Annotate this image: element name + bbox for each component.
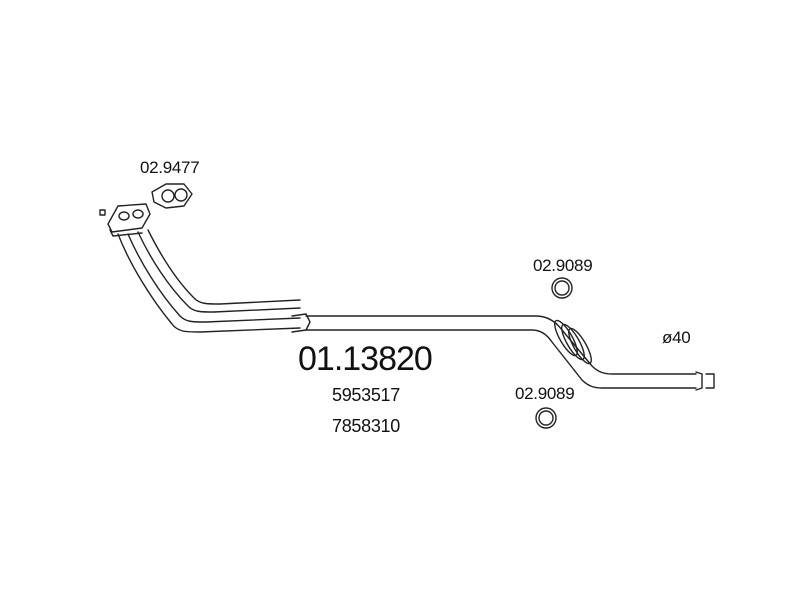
main-part-number: 01.13820 (298, 340, 433, 378)
sealing-ring-bottom-icon (535, 407, 557, 429)
front-flange (107, 203, 151, 237)
flange-gasket-icon (151, 183, 193, 209)
pipe-clamp (554, 319, 592, 365)
flange-gasket-label: 02.9477 (140, 158, 200, 177)
twin-down-pipes (117, 229, 301, 333)
ring-bottom-label: 02.9089 (515, 384, 575, 403)
oe-number-2: 7858310 (332, 416, 400, 436)
marker-square (99, 209, 106, 216)
collector-joint (291, 313, 311, 333)
ring-top-label: 02.9089 (533, 256, 593, 275)
oe-number-1: 5953517 (332, 385, 400, 405)
sealing-ring-top-icon (551, 277, 573, 299)
diameter-label: ø40 (662, 328, 691, 347)
